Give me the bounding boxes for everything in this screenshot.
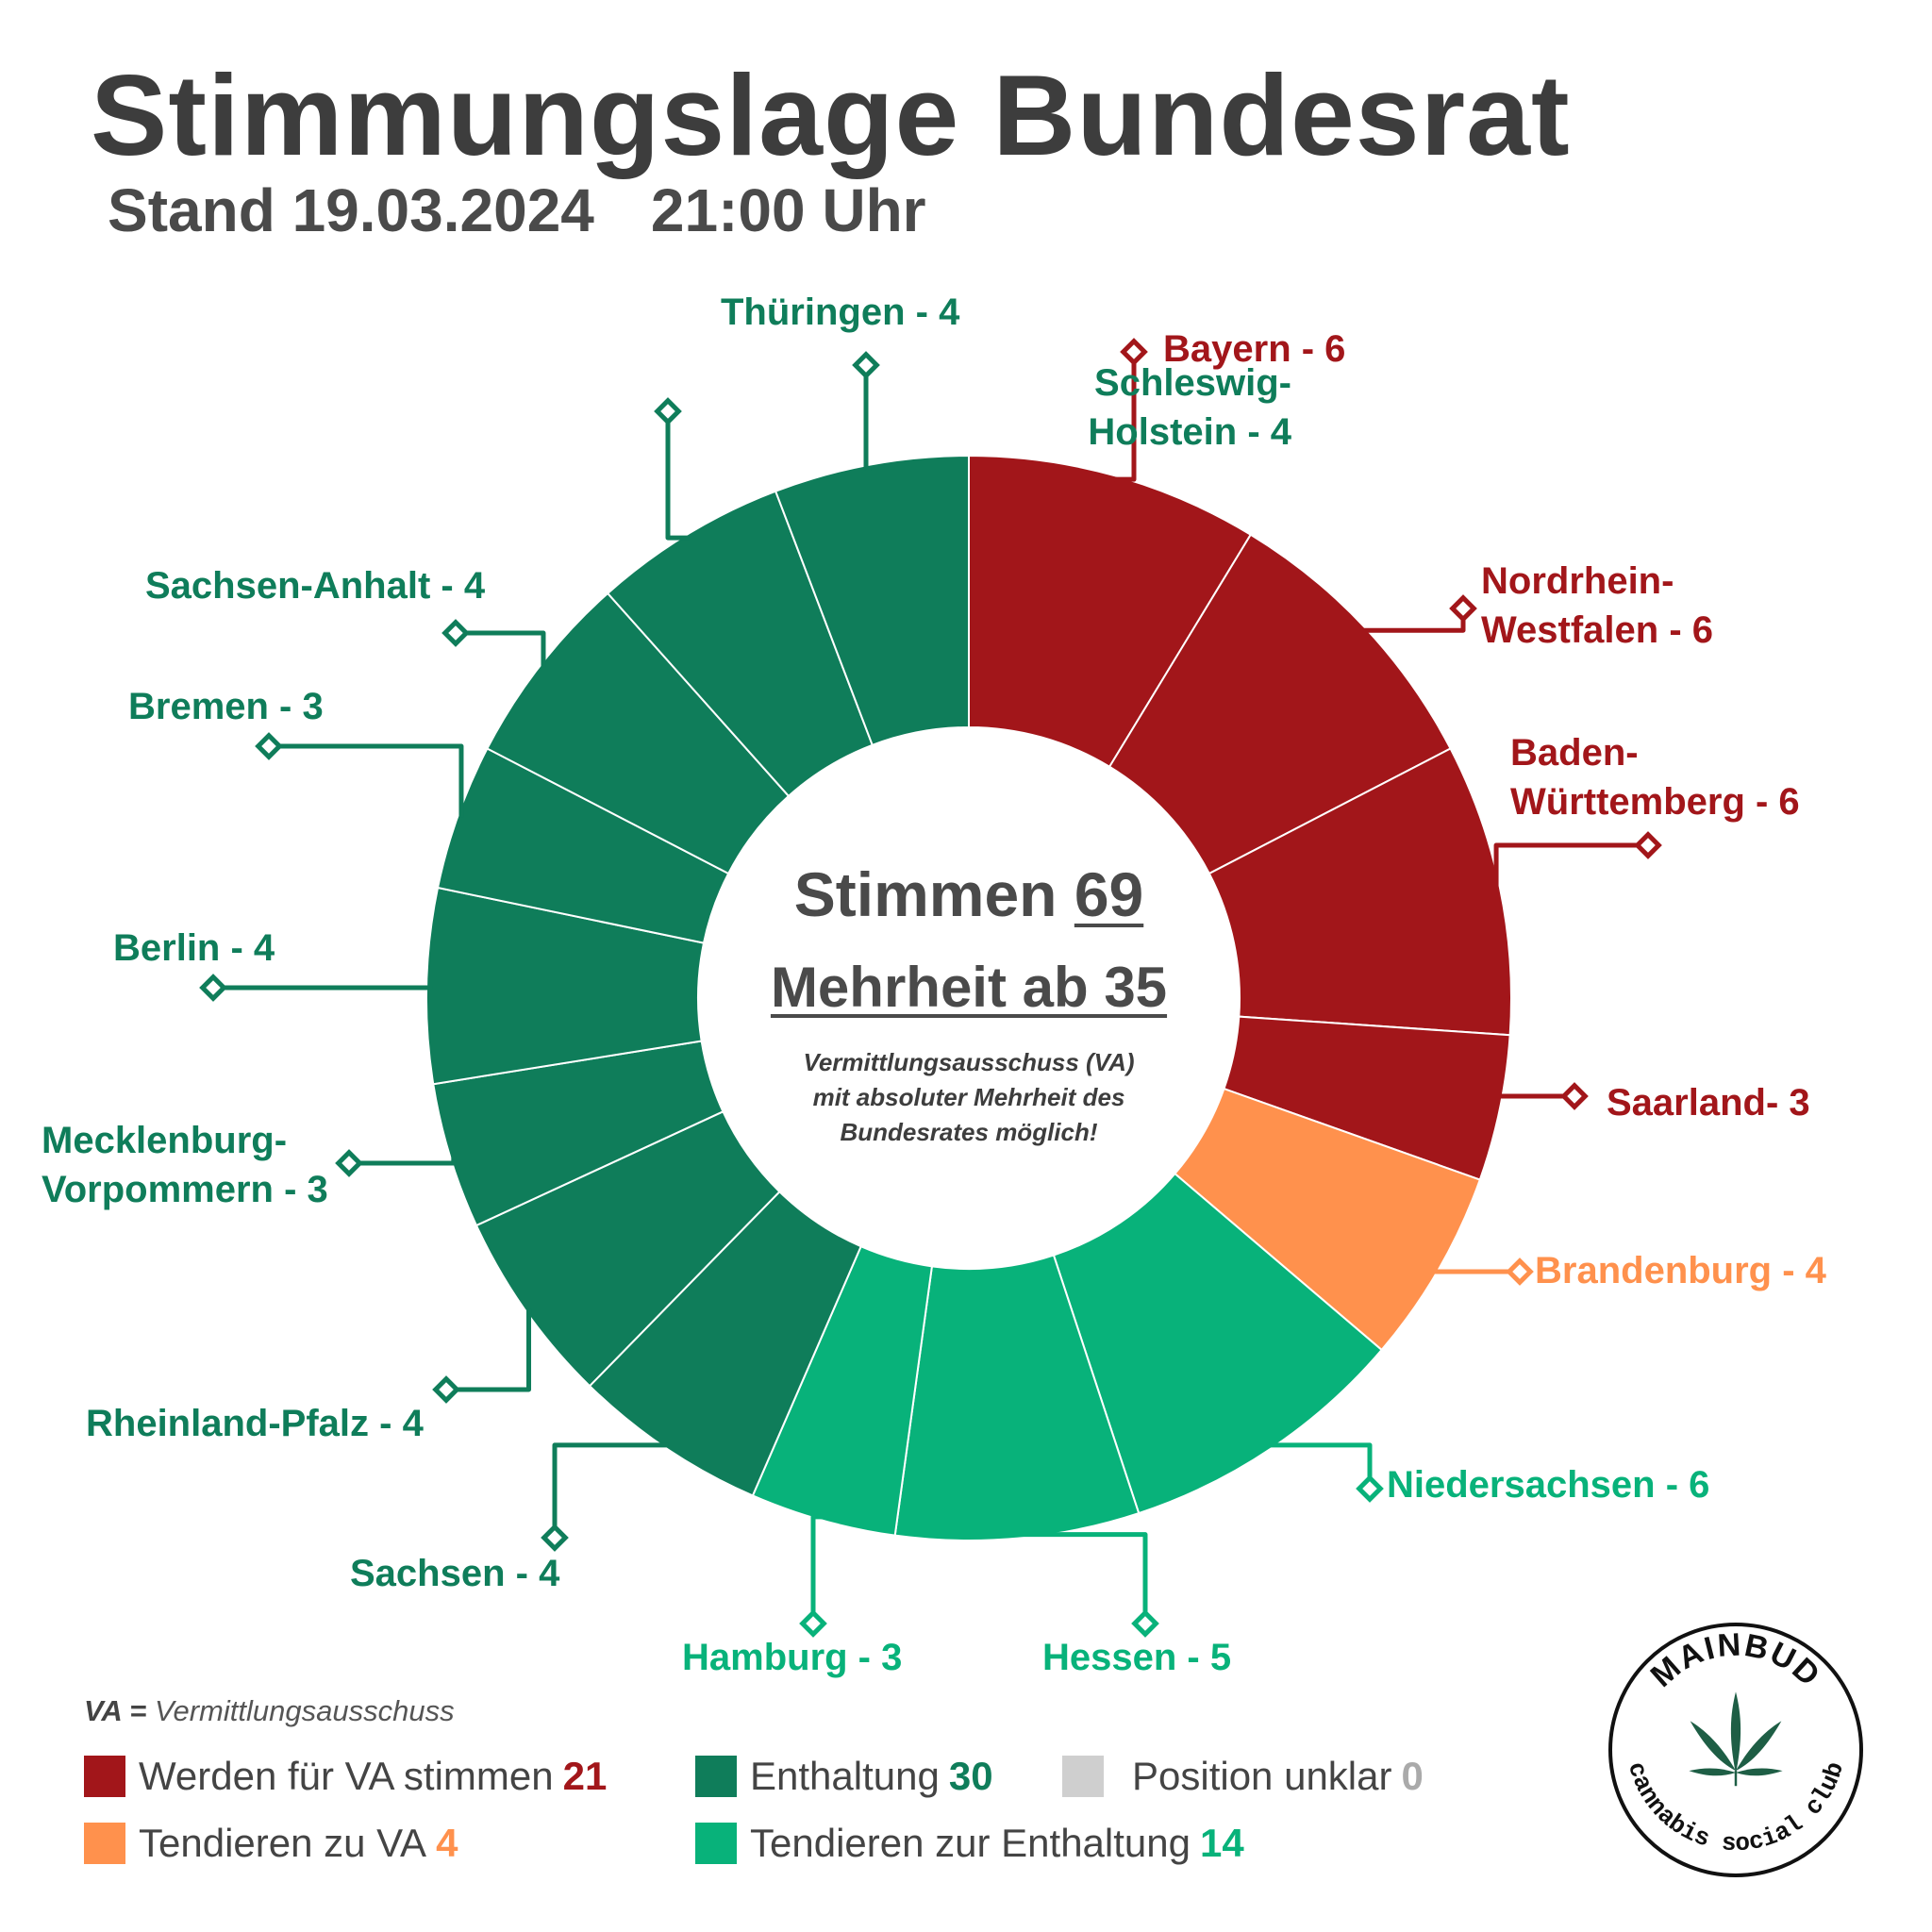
votes-total-heading: Stimmen 69 <box>717 858 1221 930</box>
leader-line <box>1362 608 1466 633</box>
state-label: Mecklenburg- Vorpommern - 3 <box>42 1120 328 1210</box>
leader-line <box>1017 1532 1148 1624</box>
leader-line <box>456 630 546 668</box>
cannabis-leaf-icon <box>1689 1691 1783 1787</box>
state-label: Hamburg - 3 <box>682 1637 903 1678</box>
leader-line <box>269 743 464 818</box>
segment-thüringen <box>774 454 970 747</box>
diamond-marker-icon <box>1506 1257 1534 1286</box>
state-label: Saarland- 3 <box>1607 1082 1810 1124</box>
state-label: Schleswig- Holstein - 4 <box>1088 362 1291 453</box>
state-label: Hessen - 5 <box>1042 1637 1232 1678</box>
diamond-marker-icon <box>432 1375 460 1404</box>
state-label: Nordrhein- Westfalen - 6 <box>1481 560 1713 651</box>
leader-line <box>1493 842 1648 889</box>
page-title: Stimmungslage Bundesrat <box>91 51 1571 179</box>
leader-line <box>1269 1442 1373 1489</box>
leader-line <box>665 411 690 541</box>
diamond-marker-icon <box>799 1609 827 1638</box>
votes-label: Stimmen <box>793 859 1058 929</box>
legend-count: 21 <box>562 1754 608 1798</box>
legend-count: 0 <box>1401 1754 1424 1798</box>
diamond-marker-icon <box>1120 338 1148 366</box>
votes-total: 69 <box>1074 859 1144 929</box>
legend-swatch <box>84 1823 125 1864</box>
diamond-marker-icon <box>541 1524 569 1552</box>
state-label: Berlin - 4 <box>113 927 275 969</box>
state-label: Bayern - 6 <box>1163 328 1346 370</box>
diamond-marker-icon <box>1634 831 1662 859</box>
diamond-marker-icon <box>1449 594 1477 623</box>
leader-line <box>810 1514 824 1624</box>
date-stamp: Stand 19.03.2024 <box>108 176 594 244</box>
legend-swatch <box>1062 1756 1104 1797</box>
leader-line <box>863 365 872 471</box>
state-label: Rheinland-Pfalz - 4 <box>86 1403 424 1444</box>
legend-label: Tendieren zu VA <box>139 1821 427 1865</box>
state-label: Bremen - 3 <box>128 686 324 727</box>
diamond-marker-icon <box>1131 1609 1159 1638</box>
abbrev-key: VA = <box>84 1694 147 1727</box>
legend-label: Tendieren zur Enthaltung <box>750 1821 1191 1865</box>
leader-line <box>552 1442 669 1538</box>
leader-line <box>349 1155 457 1166</box>
diamond-marker-icon <box>1356 1474 1384 1503</box>
state-label: Niedersachsen - 6 <box>1387 1464 1710 1506</box>
leader-line <box>1493 1093 1574 1108</box>
diamond-marker-icon <box>852 351 880 379</box>
abbrev-value: Vermittlungsausschuss <box>154 1694 455 1727</box>
time-stamp: 21:00 Uhr <box>650 176 926 244</box>
mainbud-logo: MAINBUD cannabis social club <box>1608 1623 1863 1877</box>
state-label: Thüringen - 4 <box>721 291 960 333</box>
diamond-marker-icon <box>1560 1082 1589 1110</box>
legend-swatch <box>84 1756 125 1797</box>
state-label: Sachsen-Anhalt - 4 <box>145 565 486 607</box>
legend-count: 14 <box>1199 1821 1244 1865</box>
legend-swatch <box>695 1823 737 1864</box>
legend-label: Enthaltung <box>750 1754 940 1798</box>
diamond-marker-icon <box>335 1149 363 1177</box>
diamond-marker-icon <box>654 397 682 425</box>
legend-swatch <box>695 1756 737 1797</box>
legend-count: 4 <box>436 1821 458 1865</box>
leader-line <box>446 1308 532 1392</box>
center-note: Vermittlungsausschuss (VA) mit absoluter… <box>803 1048 1135 1146</box>
legend-label: Werden für VA stimmen <box>139 1754 554 1798</box>
state-label: Sachsen - 4 <box>350 1553 560 1594</box>
diamond-marker-icon <box>199 974 227 1002</box>
legend-count: 30 <box>948 1754 993 1798</box>
page-subtitle: Stand 19.03.2024 21:00 Uhr <box>108 175 983 245</box>
legend-label: Position unklar <box>1132 1754 1392 1798</box>
diamond-marker-icon <box>441 619 470 647</box>
leader-line <box>1433 1267 1520 1274</box>
state-label: Baden- Württemberg - 6 <box>1510 732 1800 823</box>
state-label: Brandenburg - 4 <box>1535 1250 1826 1291</box>
majority-heading: Mehrheit ab 35 <box>770 956 1168 1019</box>
diamond-marker-icon <box>255 732 283 760</box>
abbreviation-note: VA = Vermittlungsausschuss <box>84 1694 455 1728</box>
leader-line <box>1114 352 1137 482</box>
leader-line <box>213 985 433 991</box>
